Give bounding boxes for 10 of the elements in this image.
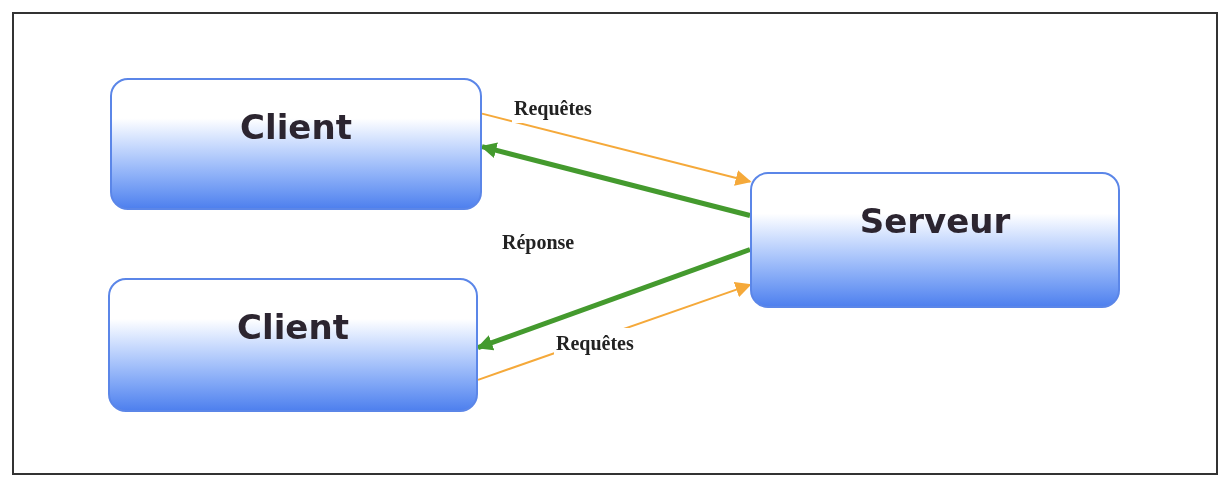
- rounded-box: [110, 78, 482, 210]
- box-title: Client: [240, 106, 352, 149]
- rounded-box: [750, 172, 1120, 308]
- box-title: Serveur: [859, 200, 1011, 243]
- box-title: Client: [237, 306, 349, 349]
- arrow: [476, 247, 751, 351]
- arrow: [480, 142, 751, 218]
- edge-label: Requêtes: [554, 328, 636, 358]
- arrow: [481, 112, 752, 186]
- rounded-box: [108, 278, 478, 412]
